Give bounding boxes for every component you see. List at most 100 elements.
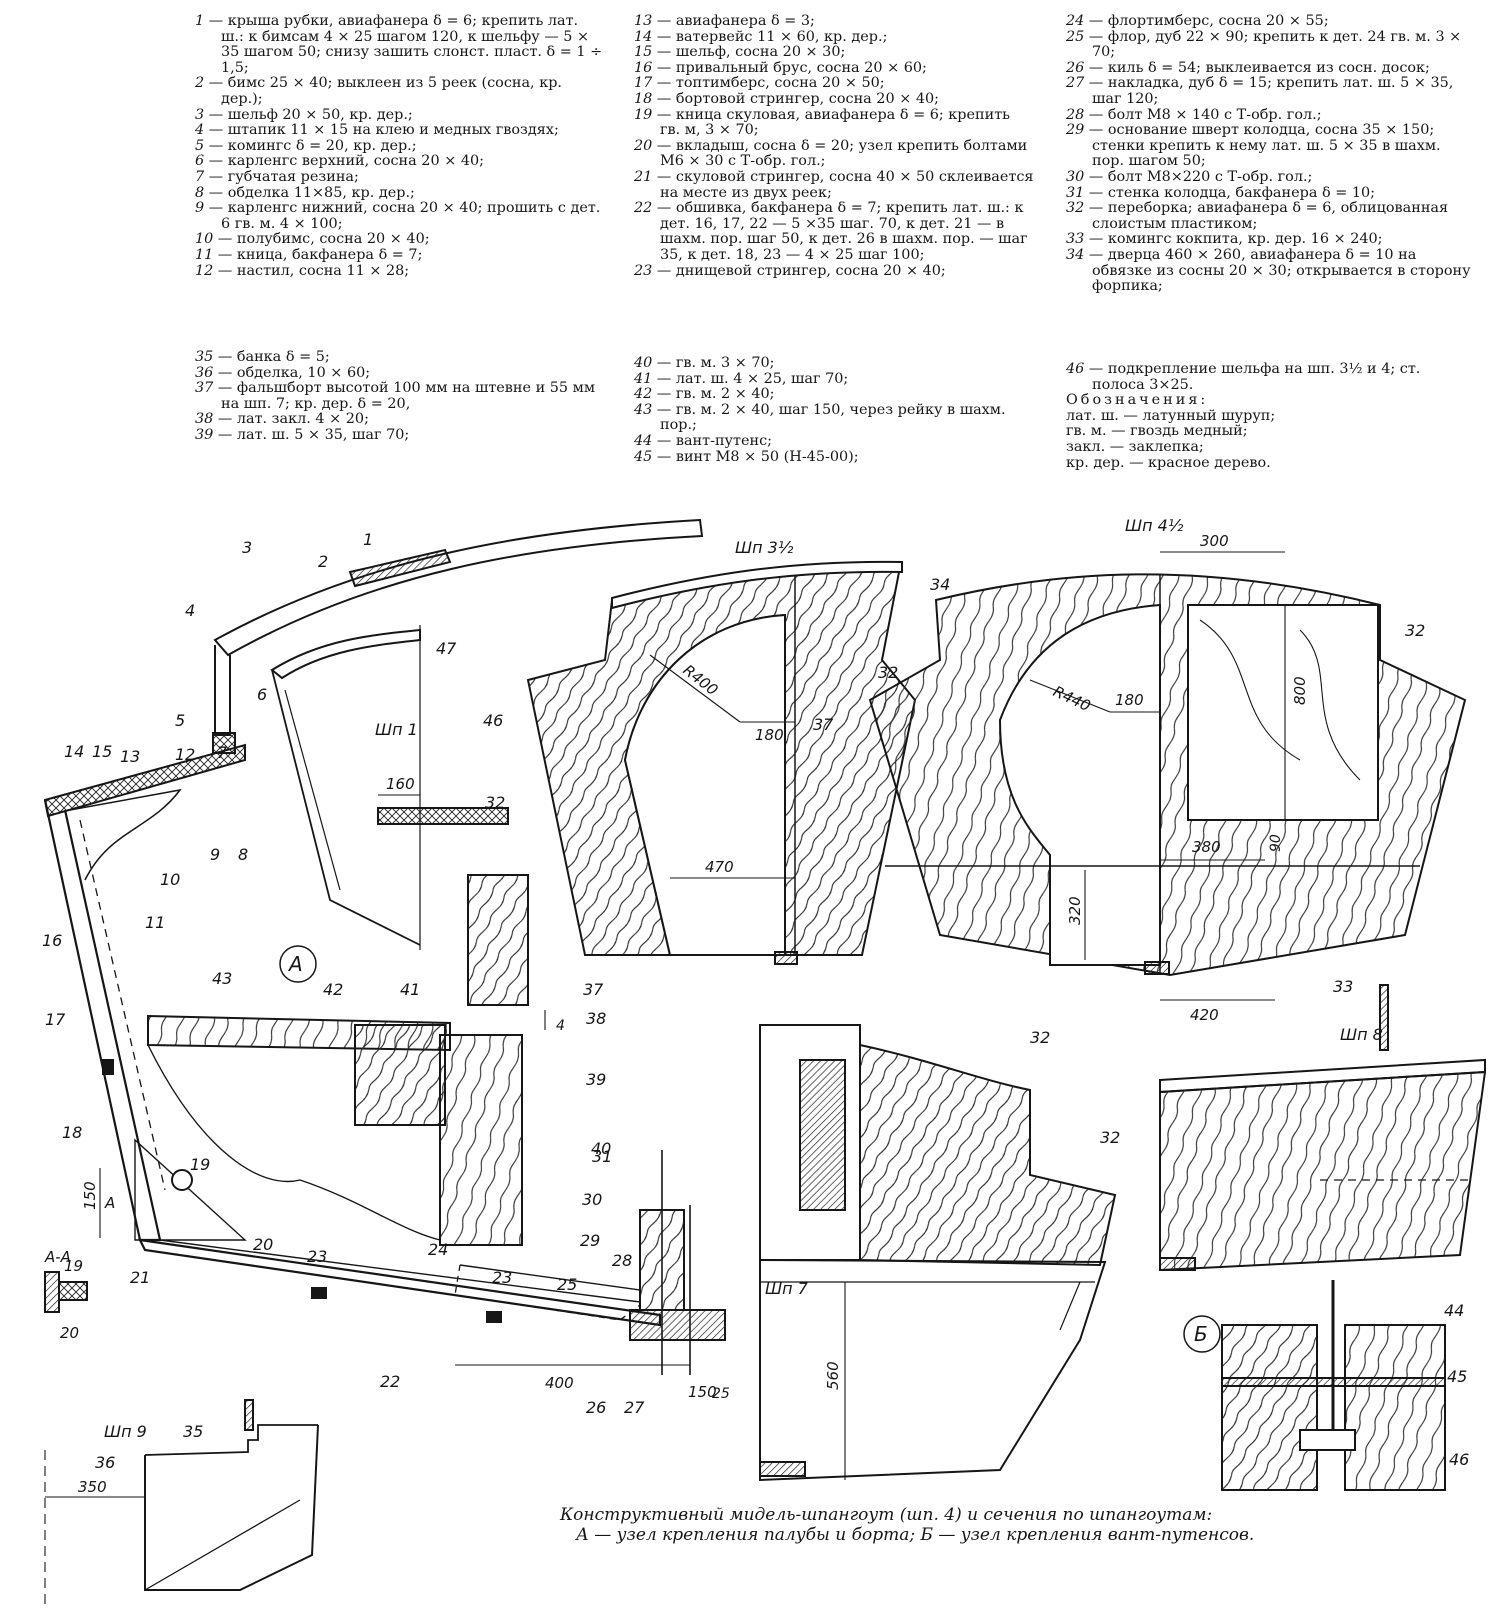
dim-r400-line [649, 654, 741, 723]
legend-item-number: 17 [634, 75, 653, 92]
shp8-coaming [1379, 984, 1389, 1051]
drawing-label-p25a: 25 [557, 1275, 577, 1294]
keel [629, 1309, 726, 1341]
legend-item-text: — переборка; авиафанера δ = 6, облицован… [1084, 200, 1449, 232]
legend-item-number: 1 [195, 13, 205, 29]
drawing-label-p47: 47 [436, 639, 457, 658]
legend-item-number: 25 [1066, 28, 1085, 45]
drawing-label-p25b: 25 [712, 1386, 730, 1402]
node-a [147, 874, 546, 1246]
deck-knee [69, 788, 182, 881]
legend-item-text: — ватервейс 11 × 60, кр. дер.; [652, 28, 888, 45]
legend-item: 14 — ватервейс 11 × 60, кр. дер.; [634, 28, 1034, 46]
legend-item: 22 — обшивка, бакфанера δ = 7; крепить л… [634, 200, 1034, 263]
legend-item-text: — обшивка, бакфанера δ = 7; крепить лат.… [652, 200, 1028, 263]
bottom-stringer-1 [311, 1287, 327, 1299]
legend-item-number: 8 [195, 184, 205, 201]
section-shp9 [44, 1399, 319, 1610]
drawing-label-d380: 380 [1192, 838, 1221, 856]
node-a-circle [279, 945, 317, 983]
drawing-label-p22: 22 [380, 1372, 400, 1391]
legend-item-text: — шельф, сосна 20 × 30; [652, 44, 846, 61]
legend-item-number: 41 [634, 370, 653, 387]
note-item: кр. дер. — красное дерево. [1066, 454, 1271, 471]
legend-item-number: 33 [1066, 231, 1085, 248]
legend-item-text: — комингс δ = 20, кр. дер.; [204, 137, 417, 154]
legend-item: 28 — болт М8 × 140 с Т-обр. гол.; [1066, 107, 1476, 124]
drawing-label-p20: 20 [253, 1235, 273, 1254]
legend-item-text: — гв. м. 2 × 40; [652, 386, 775, 403]
legend-item: 7 — губчатая резина; [195, 169, 605, 186]
drawing-label-d560: 560 [824, 1361, 842, 1390]
drawing-label-p23b: 23 [492, 1268, 512, 1287]
drawing-label-p20s: 20 [60, 1324, 79, 1342]
legend-column-2: 13 — авиафанера δ = 3;14 — ватервейс 11 … [634, 13, 1034, 279]
legend-item-text: — киль δ = 54; выклеивается из сосн. дос… [1084, 59, 1430, 76]
legend-item-text: — гв. м. 2 × 40, шаг 150, через рейку в … [652, 401, 1006, 434]
drawing-label-p37a: 37 [813, 715, 834, 734]
legend-item: 34 — дверца 460 × 260, авиафанера δ = 10… [1066, 247, 1476, 295]
drawing-label-p36: 36 [95, 1453, 115, 1472]
section-aa [44, 1271, 88, 1313]
shp45-stringer-1 [1144, 961, 1170, 975]
legend-item: 37 — фальшборт высотой 100 мм на штевне … [195, 380, 605, 412]
legend-item-number: 35 [195, 349, 214, 365]
legend-item-number: 20 [634, 137, 653, 154]
drawing-label-p37b: 37 [583, 980, 604, 999]
drawing-label-p44: 44 [1444, 1301, 1464, 1320]
legend-item-number: 16 [634, 59, 653, 76]
legend-item: 13 — авиафанера δ = 3; [634, 13, 1034, 30]
drawing-label-d150a: 150 [81, 1181, 99, 1210]
legend-item-number: 19 [634, 106, 653, 123]
drawing-label-d90: 90 [1268, 834, 1284, 852]
legend-column-2-lower: 40 — гв. м. 3 × 70;41 — лат. ш. 4 × 25, … [634, 355, 1034, 465]
shp1-side-inner [284, 689, 341, 891]
drawing-label-p46b: 46 [1449, 1450, 1469, 1469]
legend-item: 26 — киль δ = 54; выклеивается из сосн. … [1066, 59, 1476, 77]
legend-item: 15 — шельф, сосна 20 × 30; [634, 44, 1034, 61]
drawing-label-p39: 39 [586, 1070, 606, 1089]
drawing-label-p43: 43 [212, 969, 232, 988]
legend-item: 21 — скуловой стрингер, сосна 40 × 50 ск… [634, 168, 1034, 201]
legend-item-number: 21 [634, 168, 653, 185]
legend-item-text: — бортовой стрингер, сосна 20 × 40; [652, 90, 939, 107]
legend-item: 12 — настил, сосна 11 × 28; [195, 263, 605, 280]
legend-item: 29 — основание шверт колодца, сосна 35 ×… [1066, 122, 1476, 170]
beam-hatch [348, 548, 452, 588]
legend-item-number: 6 [195, 153, 205, 170]
legend-item-text: — фальшборт высотой 100 мм на штевне и 5… [213, 380, 596, 412]
legend-item: 4 — штапик 11 × 15 на клею и медных гвоз… [195, 122, 605, 139]
node-a-carlings [354, 1024, 446, 1126]
drawing-label-p42: 42 [323, 980, 343, 999]
shp8-keel [1159, 1257, 1196, 1271]
section-shp3-5 [526, 560, 917, 965]
legend-item-text: — подкрепление шельфа на шп. 3½ и 4; ст.… [1084, 361, 1421, 393]
drawing-label-d300: 300 [1200, 532, 1229, 550]
legend-item: 20 — вкладыш, сосна δ = 20; узел крепить… [634, 137, 1034, 170]
legend-item-text: — лат. ш. 5 × 35, шаг 70; [213, 426, 410, 443]
caption-line-2: А — узел крепления палубы и борта; Б — у… [576, 1525, 1255, 1545]
section-shp7 [759, 1024, 1117, 1482]
drawing-label-p45: 45 [1447, 1367, 1467, 1386]
drawing-label-d150b: 150 [688, 1383, 717, 1401]
legend-item-text: — авиафанера δ = 3; [652, 13, 815, 29]
drawing-label-p28: 28 [612, 1251, 632, 1270]
drawing-label-p12: 12 [175, 745, 195, 764]
legend-item-text: — вант-путенс; [652, 432, 772, 449]
legend-item: 40 — гв. м. 3 × 70; [634, 355, 1034, 372]
midship-section [43, 518, 726, 1375]
legend-item-number: 13 [634, 13, 653, 29]
legend-item-number: 14 [634, 28, 653, 45]
legend-item-number: 36 [195, 364, 214, 381]
legend-item-number: 32 [1066, 200, 1085, 217]
drawing-label-d320: 320 [1066, 896, 1084, 925]
legend-item-text: — лат. закл. 4 × 20; [213, 411, 369, 428]
drawing-label-p32a: 32 [485, 793, 505, 812]
topside-frame-inner [79, 819, 166, 1191]
drawing-label-p27: 27 [624, 1398, 645, 1417]
legend-item-text: — комингс кокпита, кр. дер. 16 × 240; [1084, 231, 1383, 248]
drawing-label-d470: 470 [705, 858, 734, 876]
drawing-label-p5: 5 [175, 711, 185, 730]
drawing-label-p33: 33 [1333, 977, 1353, 996]
drawing-label-p9: 9 [210, 845, 220, 864]
